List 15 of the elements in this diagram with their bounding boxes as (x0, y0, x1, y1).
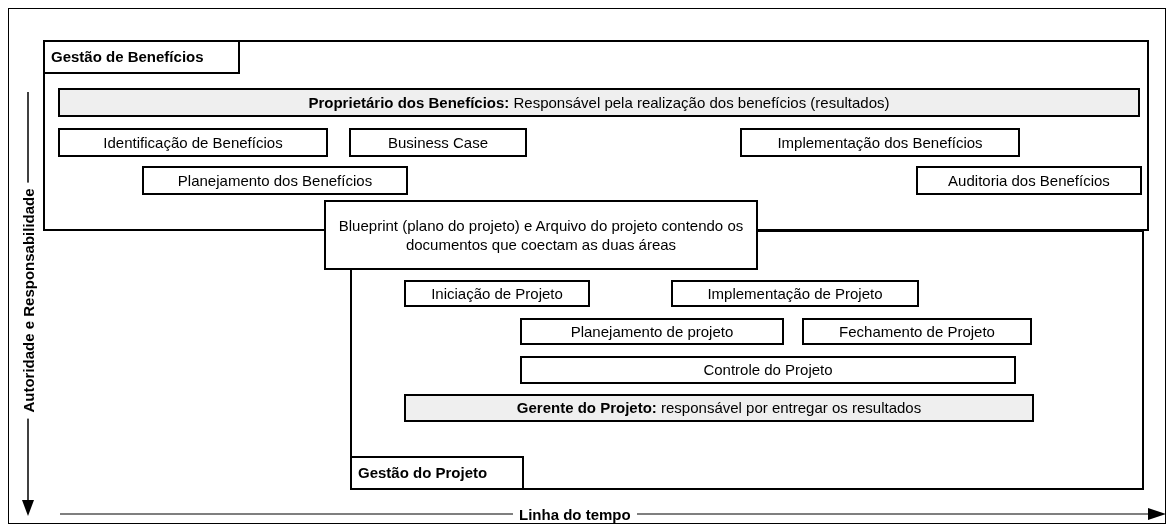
process-box: Implementação de Projeto (671, 280, 919, 307)
document-box: Blueprint (plano do projeto) e Arquivo do projeto contendo os documentos que coectam as duas áreas (324, 200, 758, 270)
process-box: Planejamento dos Benefícios (142, 166, 408, 195)
process-box: Controle do Projeto (520, 356, 1016, 384)
process-box: Implementação dos Benefícios (740, 128, 1020, 157)
process-box: Fechamento de Projeto (802, 318, 1032, 345)
group-heading: Gestão de Benefícios (43, 40, 240, 74)
group-heading: Gestão do Projeto (350, 456, 524, 490)
process-box: Identificação de Benefícios (58, 128, 328, 157)
process-box: Auditoria dos Benefícios (916, 166, 1142, 195)
process-box: Business Case (349, 128, 527, 157)
role-bar: Proprietário dos Benefícios: Responsável pela realização dos benefícios (resultados) (58, 88, 1140, 117)
process-box: Planejamento de projeto (520, 318, 784, 345)
process-box: Iniciação de Projeto (404, 280, 590, 307)
role-bar: Gerente do Projeto: responsável por entregar os resultados (404, 394, 1034, 422)
